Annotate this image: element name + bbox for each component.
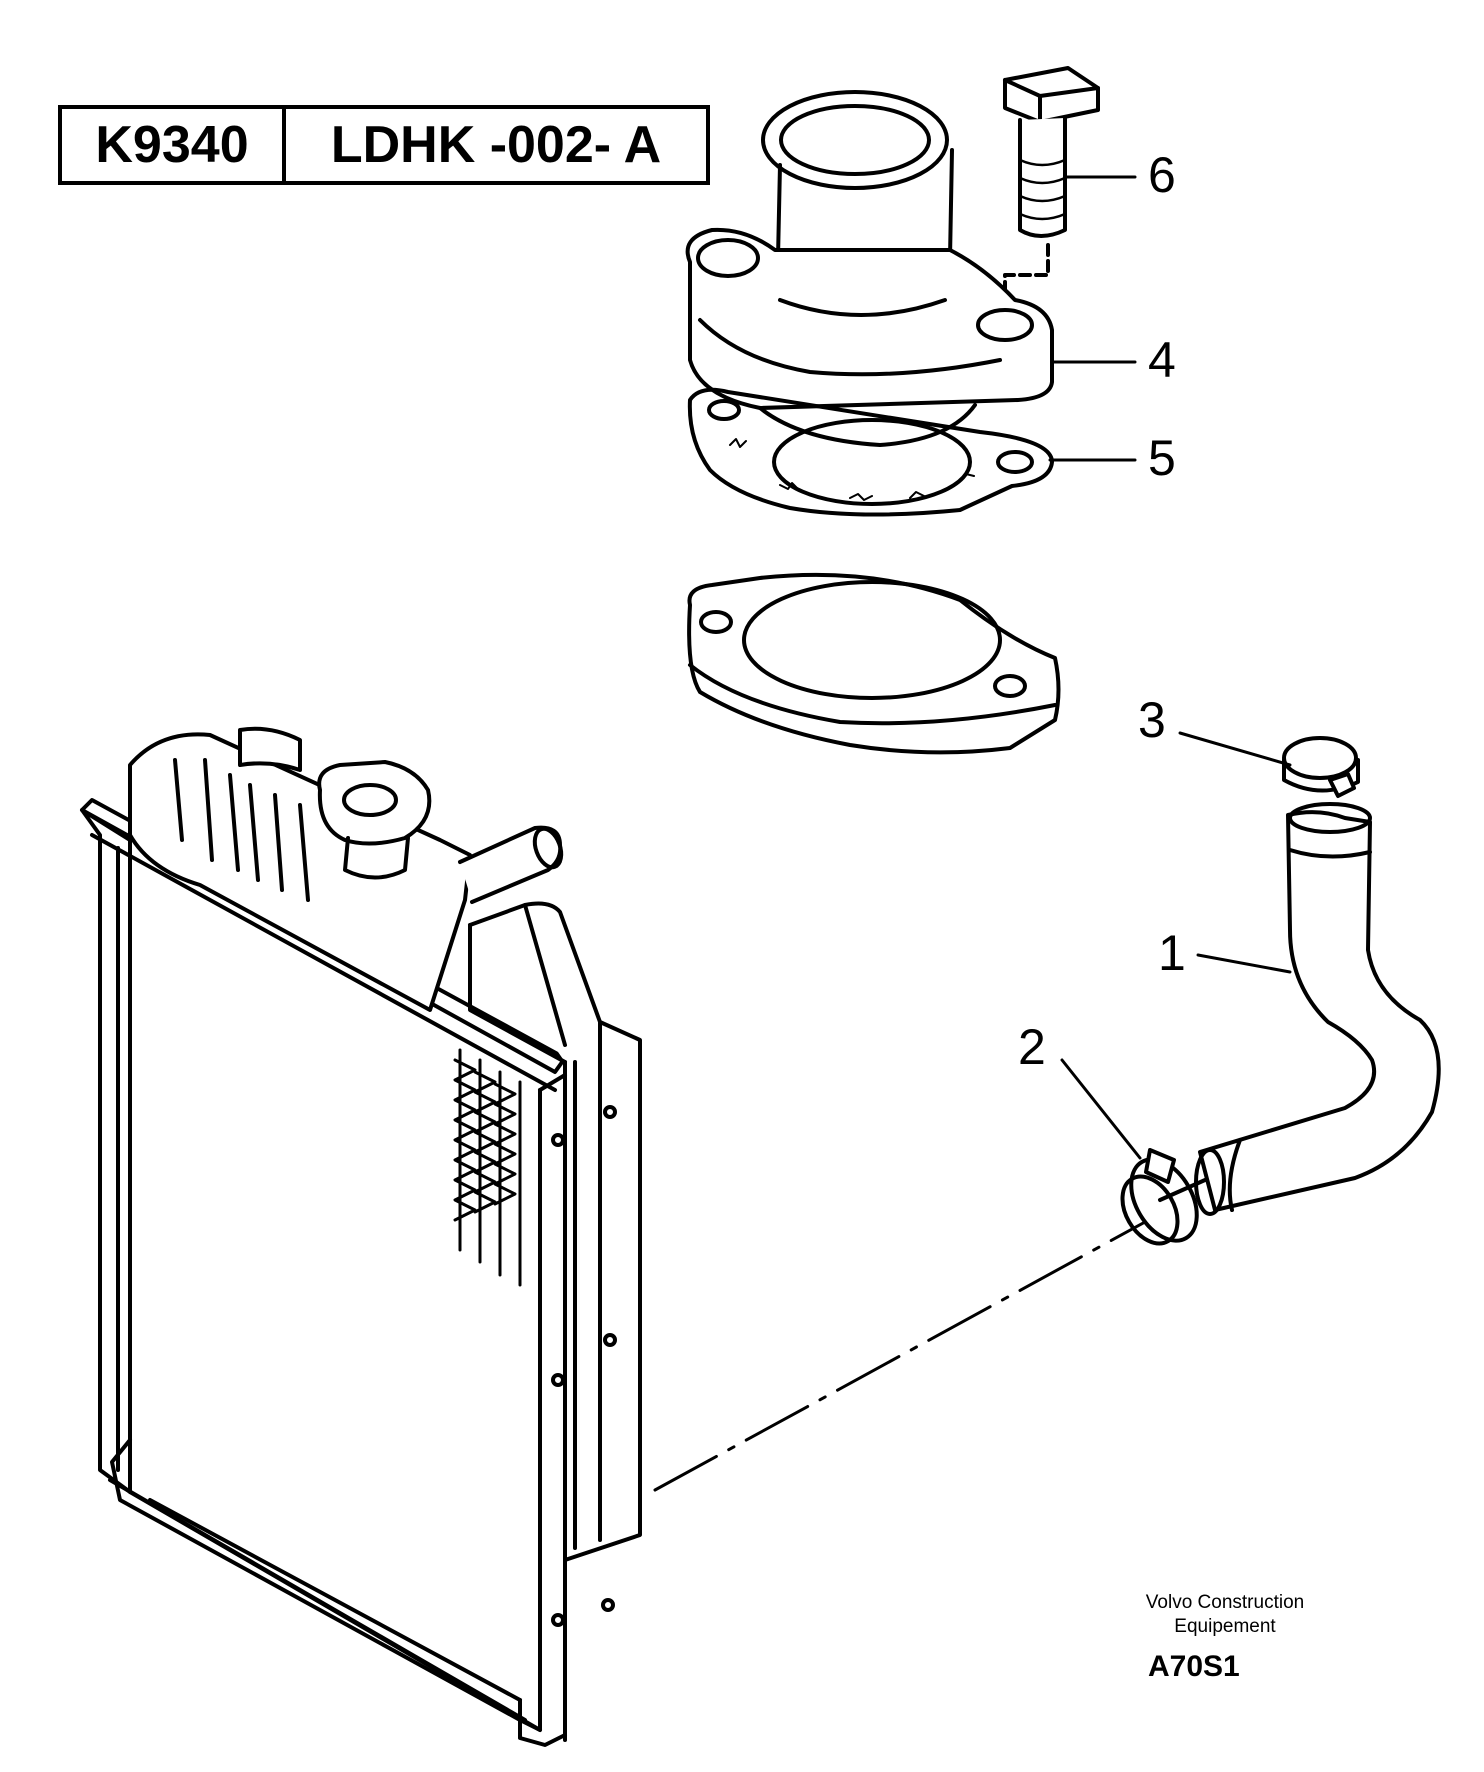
reference-code-box: K9340 xyxy=(58,105,286,185)
credit-line-2: Equipement xyxy=(1174,1616,1276,1637)
reference-code: K9340 xyxy=(95,116,249,174)
callout-2: 2 xyxy=(1018,1019,1046,1075)
callout-5: 5 xyxy=(1148,430,1176,486)
callout-1: 1 xyxy=(1158,925,1186,981)
callout-6: 6 xyxy=(1148,147,1176,203)
callout-3: 3 xyxy=(1138,692,1166,748)
figure-code: A70S1 xyxy=(1148,1650,1240,1683)
drawing-code-box: LDHK -002- A xyxy=(282,105,710,185)
thermostat-housing-part xyxy=(685,90,1054,447)
drawing-code: LDHK -002- A xyxy=(330,116,662,174)
lower-hose-clamp-part xyxy=(1120,1148,1207,1246)
upper-hose-clamp-part xyxy=(1282,736,1360,798)
radiator-hose-part xyxy=(1194,802,1441,1216)
leader-lines xyxy=(1048,175,1292,1160)
centerline xyxy=(653,1220,1147,1492)
lower-gasket-part xyxy=(687,572,1061,755)
callout-4: 4 xyxy=(1148,332,1176,388)
bolt-part xyxy=(1003,66,1100,302)
credit-line-1: Volvo Construction xyxy=(1145,1592,1305,1613)
upper-gasket-part xyxy=(687,387,1054,517)
radiator-part xyxy=(80,726,642,1747)
